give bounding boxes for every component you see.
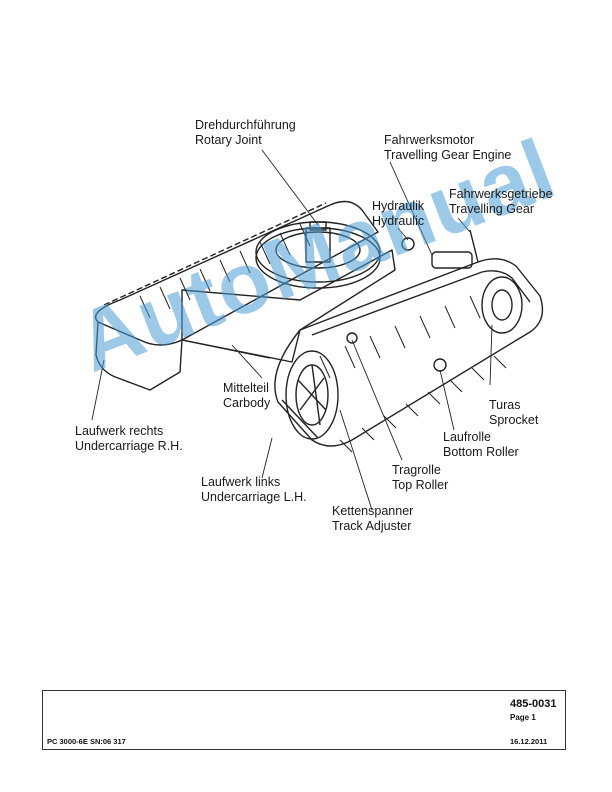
label-carbody-en: Carbody — [223, 396, 271, 410]
leader-rotary-joint — [261, 149, 319, 226]
label-sprocket-de: Turas — [489, 398, 521, 412]
idler-wheel — [285, 350, 339, 440]
label-carbody: Mittelteil Carbody — [223, 381, 270, 411]
leader-sprocket — [489, 324, 493, 386]
label-sprocket: Turas Sprocket — [489, 398, 538, 428]
label-track-adjuster-en: Track Adjuster — [332, 519, 412, 533]
label-travel-gear: Fahrwerksgetriebe Travelling Gear — [449, 187, 553, 217]
label-top-roller: Tragrolle Top Roller — [392, 463, 448, 493]
label-undercarriage-lh-en: Undercarriage L.H. — [201, 490, 307, 504]
label-undercarriage-lh-de: Laufwerk links — [201, 475, 281, 489]
label-undercarriage-lh: Laufwerk links Undercarriage L.H. — [201, 475, 307, 505]
label-bottom-roller-en: Bottom Roller — [443, 445, 519, 459]
label-rotary-joint-de: Drehdurchführung — [195, 118, 296, 132]
footer-box — [42, 690, 566, 750]
label-sprocket-en: Sprocket — [489, 413, 539, 427]
leader-hydraulic — [397, 227, 409, 241]
label-hydraulic-en: Hydraulic — [372, 214, 425, 228]
label-rotary-joint-en: Rotary Joint — [195, 133, 262, 147]
leader-top-roller — [351, 339, 403, 461]
leader-track-adjuster — [339, 409, 373, 511]
label-undercarriage-rh: Laufwerk rechts Undercarriage R.H. — [75, 424, 183, 454]
label-carbody-de: Mittelteil — [223, 381, 269, 395]
label-track-adjuster: Kettenspanner Track Adjuster — [332, 504, 413, 534]
label-bottom-roller-de: Laufrolle — [443, 430, 491, 444]
label-travel-motor: Fahrwerksmotor Travelling Gear Engine — [384, 133, 511, 163]
leader-undercarriage-lh — [261, 437, 273, 479]
leader-undercarriage-rh — [91, 359, 105, 421]
label-hydraulic-de: Hydraulik — [372, 199, 425, 213]
footer-model: PC 3000-6E SN:06 317 — [47, 737, 126, 746]
track-rh — [94, 200, 379, 346]
track-lh — [274, 258, 544, 447]
label-undercarriage-rh-en: Undercarriage R.H. — [75, 439, 183, 453]
sprocket-wheel — [481, 276, 523, 334]
label-hydraulic: Hydraulik Hydraulic — [372, 199, 424, 229]
label-travel-motor-de: Fahrwerksmotor — [384, 133, 475, 147]
footer-doc-number: 485-0031 — [510, 698, 557, 710]
label-travel-motor-en: Travelling Gear Engine — [384, 148, 512, 162]
leader-bottom-roller — [439, 369, 455, 431]
label-rotary-joint: Drehdurchführung Rotary Joint — [195, 118, 296, 148]
leader-carbody — [231, 344, 263, 379]
label-track-adjuster-de: Kettenspanner — [332, 504, 414, 518]
label-travel-gear-en: Travelling Gear — [449, 202, 534, 216]
leader-travel-motor — [389, 161, 433, 256]
label-top-roller-de: Tragrolle — [392, 463, 441, 477]
label-bottom-roller: Laufrolle Bottom Roller — [443, 430, 519, 460]
label-travel-gear-de: Fahrwerksgetriebe — [449, 187, 553, 201]
footer-date: 16.12.2011 — [510, 737, 548, 746]
label-top-roller-en: Top Roller — [392, 478, 449, 492]
label-undercarriage-rh-de: Laufwerk rechts — [75, 424, 164, 438]
leader-travel-gear — [457, 217, 471, 233]
footer-page-number: Page 1 — [510, 713, 536, 722]
